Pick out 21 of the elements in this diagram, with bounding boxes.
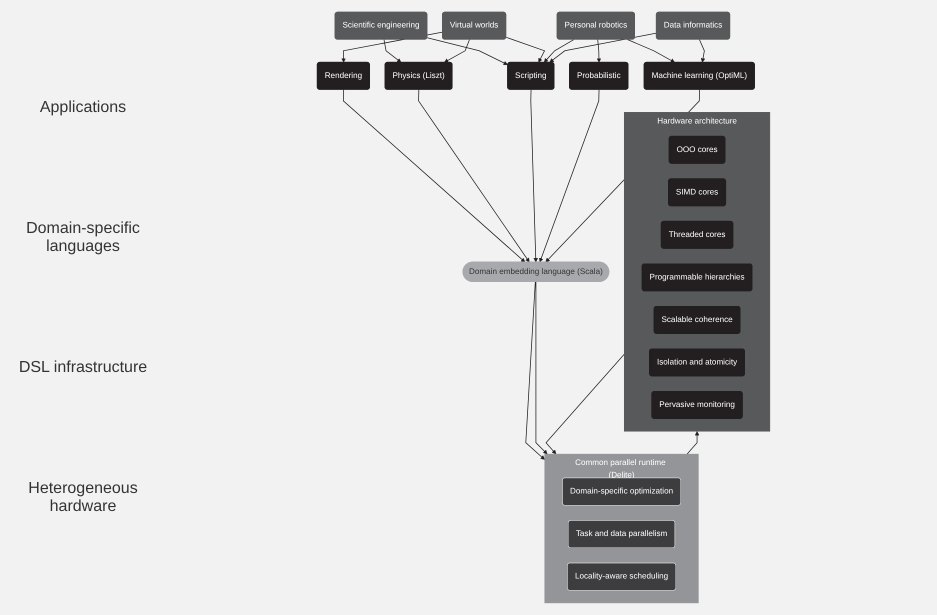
arrow [418,89,530,262]
arrow [536,281,548,454]
arrow [627,39,675,63]
arrow [549,32,657,63]
arrow [544,39,574,63]
arrow [546,354,625,454]
arrow [444,39,470,63]
arrow [539,89,600,262]
layer-label: Domain-specific languages [25,220,141,256]
arrow [530,89,538,262]
arrow [699,39,706,63]
arrow [596,39,602,63]
arrow [384,39,402,63]
arrow [525,281,545,460]
layer-label: Heterogeneous hardware [27,480,139,516]
layer-label: Applications [38,99,128,118]
arrow [686,431,700,454]
arrow [343,89,526,262]
arrow [506,36,546,63]
layer-label: DSL infrastructure [18,358,148,377]
arrow [426,37,508,65]
